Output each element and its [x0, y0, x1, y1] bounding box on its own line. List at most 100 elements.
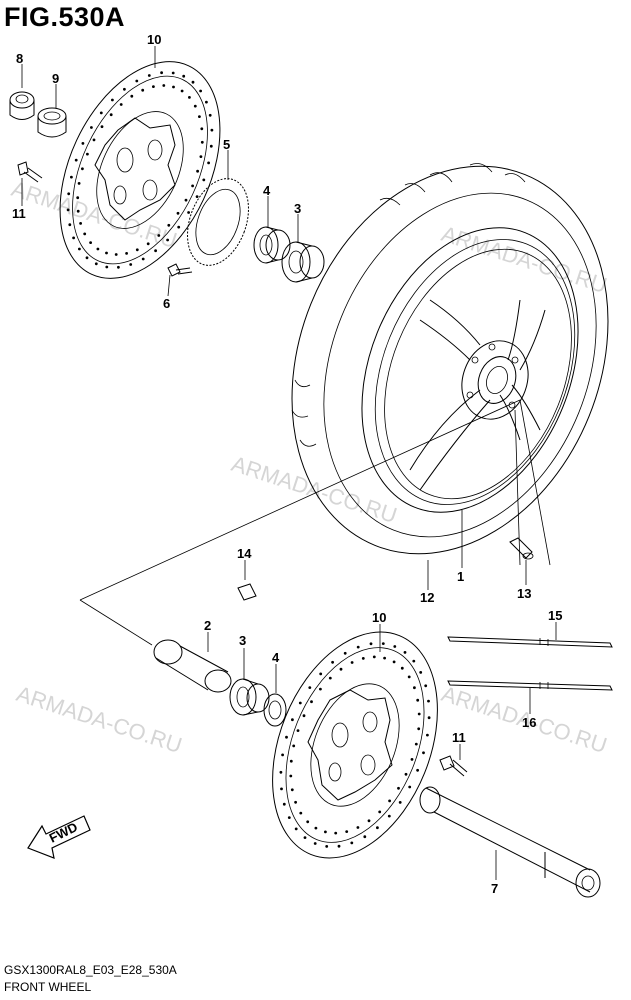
disc-vent-hole: [205, 100, 208, 104]
callout-11-upper: 11: [12, 206, 26, 221]
disc-vent-hole: [367, 819, 371, 823]
disc-vent-hole: [99, 111, 103, 115]
disc-vent-hole: [328, 676, 332, 680]
disc-vent-hole: [200, 127, 204, 131]
disc-vent-hole: [381, 642, 385, 645]
disc-vent-hole: [90, 126, 93, 129]
disc-vent-hole: [167, 223, 171, 227]
disc-vent-hole: [319, 672, 323, 676]
axle-part-7: [419, 786, 601, 898]
disc-vent-hole: [188, 96, 191, 99]
callout-10-lower: 10: [372, 610, 386, 625]
disc-vent-hole: [282, 802, 286, 806]
callout-15: 15: [548, 608, 562, 623]
bolt-part-6: [167, 263, 193, 277]
brake-disc-upper: [59, 61, 221, 279]
balancer-part-14: [237, 583, 257, 601]
disc-vent-hole: [199, 155, 203, 159]
callout-4-upper: 4: [263, 183, 271, 198]
section-name: FRONT WHEEL: [4, 980, 92, 994]
disc-vent-hole: [294, 827, 298, 831]
wheel-assembly-part-12: [291, 163, 609, 555]
disc-vent-hole: [182, 74, 186, 78]
disc-vent-hole: [281, 753, 284, 757]
disc-vent-hole: [392, 660, 396, 664]
disc-vent-hole: [298, 701, 302, 705]
oil-seal-part-4-upper: [253, 226, 291, 264]
disc-vent-hole: [123, 87, 126, 91]
disc-vent-hole: [68, 223, 72, 227]
brake-disc-lower: [272, 631, 438, 859]
sensor-ring-part-5: [187, 178, 249, 266]
disc-vent-hole: [410, 758, 414, 761]
disc-vent-hole: [86, 152, 89, 156]
tape-part-15: [447, 636, 613, 648]
callout-7: 7: [491, 881, 498, 896]
disc-vent-hole: [363, 835, 367, 839]
disc-vent-hole: [81, 142, 85, 145]
disc-vent-hole: [414, 742, 418, 746]
disc-vent-hole: [350, 841, 354, 845]
callout-1: 1: [457, 569, 464, 584]
disc-vent-hole: [100, 125, 104, 129]
disc-vent-hole: [412, 659, 416, 663]
oil-seal-part-4-lower: [263, 693, 287, 727]
disc-vent-hole: [289, 759, 293, 763]
disc-vent-hole: [200, 140, 204, 144]
disc-vent-hole: [324, 830, 327, 834]
disc-vent-hole: [154, 249, 158, 253]
disc-vent-hole: [67, 192, 71, 196]
disc-vent-hole: [105, 265, 109, 269]
disc-vent-hole: [416, 768, 419, 772]
disc-vent-hole: [187, 211, 191, 214]
disc-vent-hole: [361, 657, 365, 660]
disc-vent-hole: [339, 667, 343, 671]
disc-vent-hole: [77, 182, 81, 185]
disc-vent-hole: [172, 85, 175, 89]
disc-vent-hole: [191, 184, 195, 188]
disc-vent-hole: [306, 820, 310, 824]
disc-vent-hole: [422, 751, 425, 755]
disc-vent-hole: [96, 247, 100, 251]
disc-vent-hole: [119, 103, 123, 106]
disc-vent-hole: [413, 686, 416, 690]
disc-vent-hole: [70, 175, 73, 179]
callout-10-upper: 10: [147, 32, 161, 47]
disc-vent-hole: [111, 98, 114, 102]
disc-vent-hole: [417, 712, 421, 716]
disc-vent-hole: [89, 241, 92, 245]
bearing-part-3-upper: [281, 241, 325, 283]
callout-12: 12: [420, 590, 434, 605]
disc-vent-hole: [76, 196, 80, 200]
disc-vent-hole: [85, 256, 89, 260]
disc-vent-hole: [166, 238, 170, 242]
callout-3-lower: 3: [239, 633, 246, 648]
bearing-part-3-lower: [229, 678, 270, 716]
disc-vent-hole: [105, 251, 108, 255]
fwd-arrow-icon: FWD: [27, 815, 91, 859]
disc-vent-hole: [398, 801, 402, 804]
disc-vent-hole: [130, 94, 134, 98]
disc-vent-hole: [314, 826, 318, 830]
disc-vent-hole: [196, 169, 200, 173]
disc-vent-hole: [291, 718, 294, 722]
axle-cap-part-8: [9, 91, 35, 120]
disc-vent-hole: [94, 262, 98, 266]
disc-vent-hole: [427, 699, 430, 703]
callout-14: 14: [237, 546, 252, 561]
disc-vent-hole: [171, 71, 175, 75]
disc-vent-hole: [81, 167, 84, 171]
disc-vent-hole: [387, 814, 391, 818]
disc-vent-hole: [369, 642, 373, 646]
disc-vent-hole: [308, 686, 312, 689]
disc-vent-hole: [285, 735, 288, 739]
callout-3-upper: 3: [294, 201, 301, 216]
disc-vent-hole: [125, 252, 128, 255]
disc-vent-hole: [92, 138, 96, 142]
disc-vent-hole: [210, 128, 214, 132]
disc-vent-hole: [334, 831, 338, 835]
disc-vent-hole: [176, 211, 180, 215]
disc-vent-hole: [162, 84, 166, 87]
figure-title: FIG.530A: [4, 2, 126, 32]
spacer-part-2: [153, 639, 232, 693]
